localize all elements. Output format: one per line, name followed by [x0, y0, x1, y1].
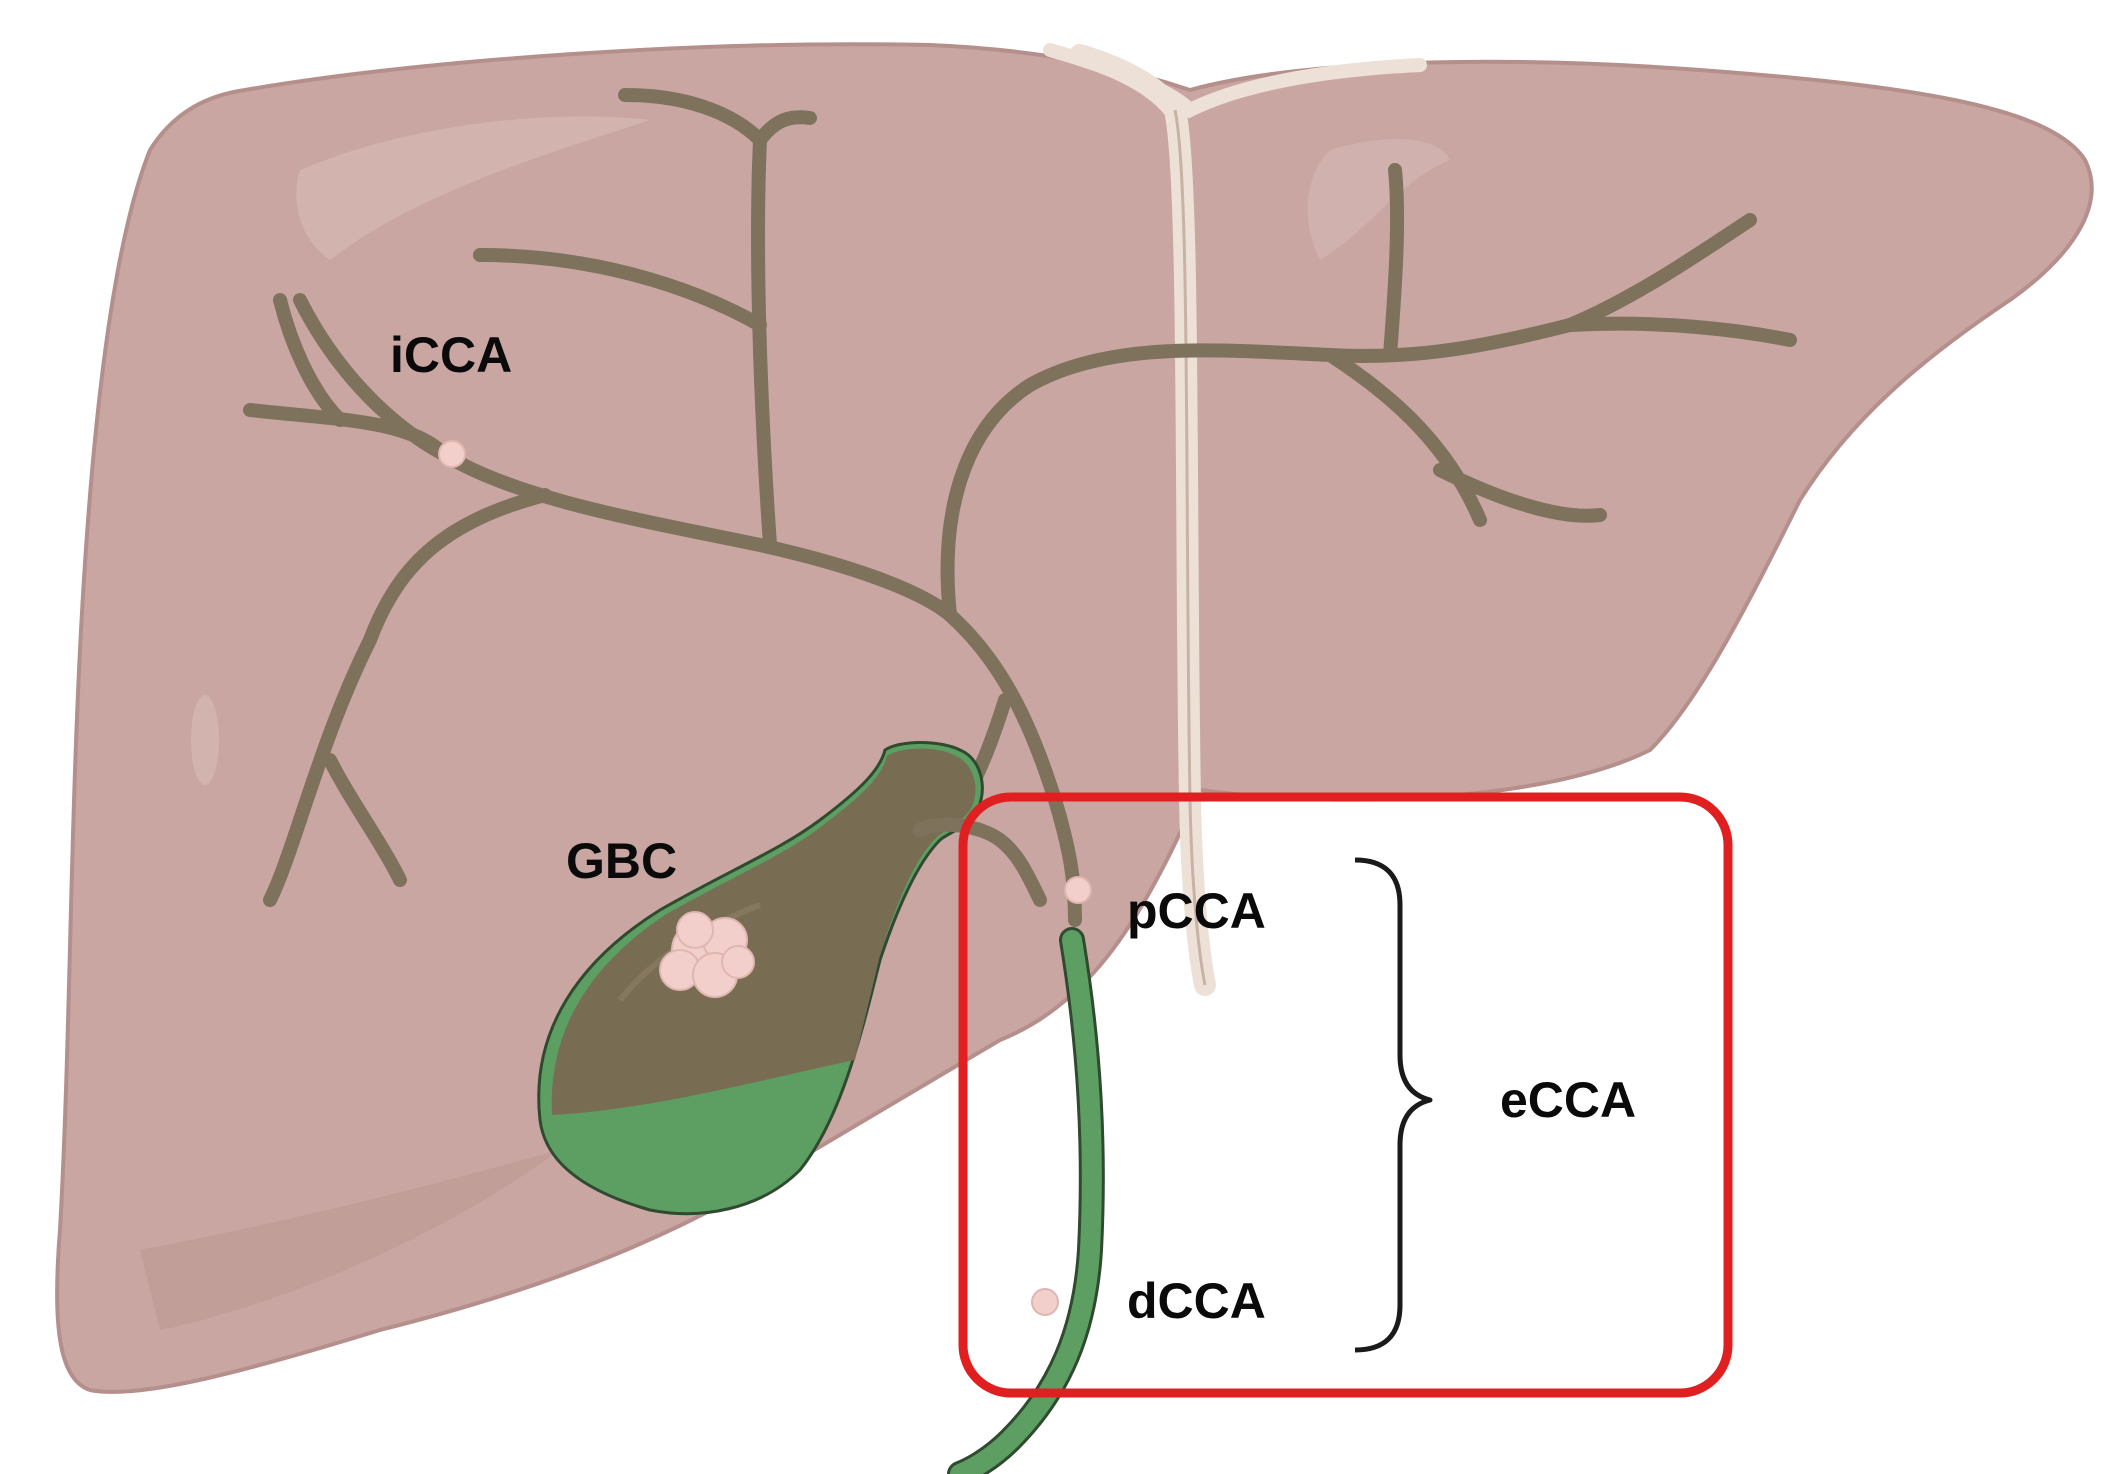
- liver-illustration: [55, 42, 2094, 1394]
- liver-lower-shadow: [140, 1150, 560, 1330]
- falciform-ligament-edge: [1173, 109, 1207, 986]
- tumor-nodule-dcca: [1031, 1288, 1059, 1316]
- liver-highlight: [296, 116, 650, 260]
- bile-duct-tree: [243, 88, 1797, 927]
- tumor-nodule-gbc: [659, 911, 755, 998]
- label-icca: iCCA: [390, 327, 512, 383]
- label-gbc: GBC: [566, 833, 677, 889]
- liver-highlight-left: [191, 695, 219, 785]
- tumor-nodule-pcca: [1064, 876, 1092, 904]
- label-dcca: dCCA: [1127, 1273, 1266, 1329]
- tumor-nodule-icca: [438, 440, 466, 468]
- common-bile-duct-fill: [950, 930, 1102, 1474]
- falciform-ligament-top: [1043, 43, 1427, 119]
- label-ecca: eCCA: [1500, 1072, 1636, 1128]
- liver-highlight-right: [1307, 139, 1450, 260]
- ecca-highlight-box: [958, 792, 1733, 1398]
- label-pcca: pCCA: [1127, 883, 1266, 939]
- curly-brace: [1354, 857, 1433, 1353]
